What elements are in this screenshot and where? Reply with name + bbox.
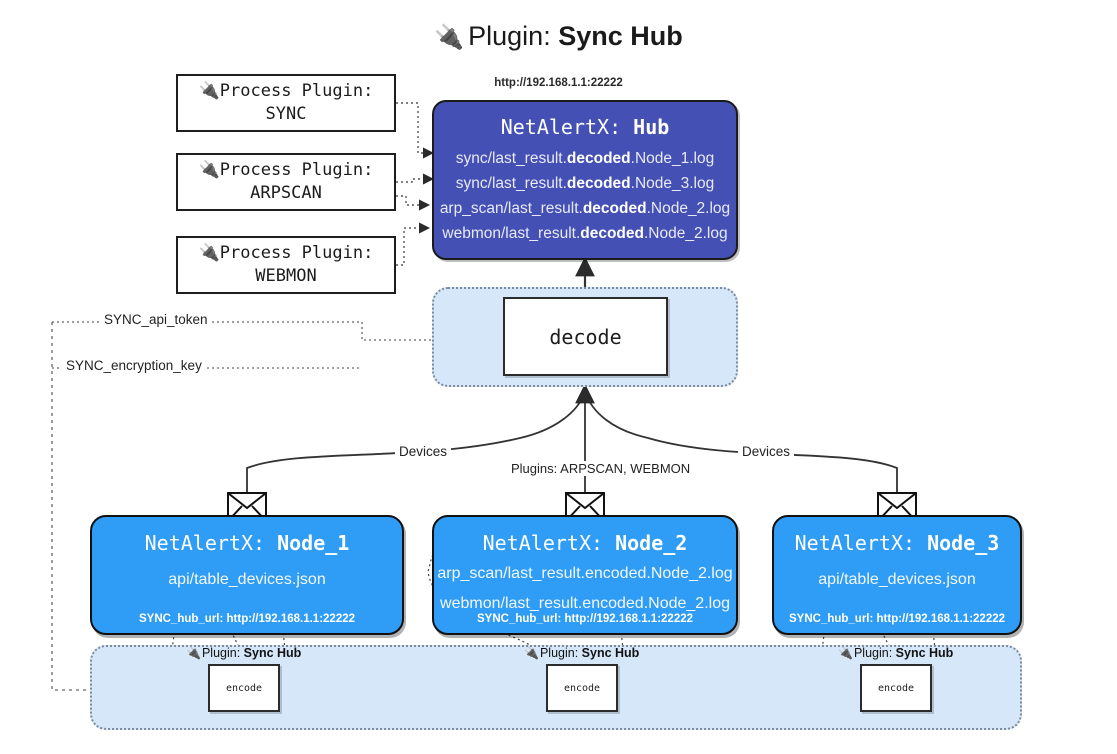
log-bold: decoded	[566, 175, 631, 192]
encode-label: encode	[225, 682, 263, 694]
encoder-plugin-label-3: 🔌Plugin: Sync Hub	[838, 646, 953, 660]
encode-box-1: encode	[208, 664, 280, 712]
hub-log-line: webmon/last_result.decoded.Node_2.log	[434, 221, 736, 246]
process-plugin-line1: 🔌Process Plugin:	[198, 160, 374, 180]
secret-label-api-token: SYNC_api_token	[100, 312, 212, 327]
hub-log-line: sync/last_result.decoded.Node_1.log	[434, 146, 736, 171]
plug-icon: 🔌	[838, 646, 853, 660]
plugin-label-prefix: Plugin:	[853, 646, 896, 660]
node-title-prefix: NetAlertX:	[794, 531, 928, 555]
encoder-plugin-label-2: 🔌Plugin: Sync Hub	[524, 646, 639, 660]
hub-title: NetAlertX: Hub	[434, 115, 736, 139]
process-plugin-box-webmon: 🔌Process Plugin: WEBMON	[176, 236, 396, 294]
process-plugin-line1: 🔌Process Plugin:	[198, 81, 374, 101]
node-title-prefix: NetAlertX:	[482, 531, 616, 555]
netalertx-node-1: NetAlertX: Node_1 api/table_devices.json…	[90, 515, 404, 635]
encode-label: encode	[563, 682, 601, 694]
node-title: NetAlertX: Node_2	[434, 531, 736, 555]
edge-label-devices-right: Devices	[738, 444, 795, 459]
node-hub-url: SYNC_hub_url: http://192.168.1.1:22222	[788, 613, 1006, 625]
netalertx-node-3: NetAlertX: Node_3 api/table_devices.json…	[772, 515, 1022, 635]
node-title: NetAlertX: Node_3	[774, 531, 1020, 555]
encode-box-3: encode	[860, 664, 932, 712]
hub-log-line: sync/last_result.decoded.Node_3.log	[434, 171, 736, 196]
hub-node: NetAlertX: Hub sync/last_result.decoded.…	[432, 100, 738, 260]
plug-icon: 🔌	[434, 24, 465, 51]
plugin-label-name: Sync Hub	[895, 646, 954, 660]
node-line: api/table_devices.json	[168, 571, 326, 588]
node-title-name: Node_2	[615, 531, 688, 555]
log-post: .Node_2.log	[646, 200, 731, 217]
page-title: 🔌Plugin: Sync Hub	[0, 16, 1117, 58]
page-title-prefix: Plugin:	[468, 21, 559, 51]
node-line: arp_scan/last_result.encoded.Node_2.log	[437, 565, 733, 582]
log-bold: decoded	[582, 200, 647, 217]
decode-label: decode	[549, 324, 622, 349]
encode-label: encode	[877, 682, 915, 694]
process-plugin-line1: 🔌Process Plugin:	[198, 243, 374, 263]
node-title-name: Node_1	[277, 531, 350, 555]
process-plugin-line2: WEBMON	[255, 266, 317, 286]
process-plugin-line2: SYNC	[265, 104, 307, 124]
plugin-label-name: Sync Hub	[243, 646, 302, 660]
plugin-label-prefix: Plugin:	[201, 646, 244, 660]
node-title-prefix: NetAlertX:	[144, 531, 278, 555]
log-post: .Node_2.log	[643, 225, 728, 242]
node-line: api/table_devices.json	[818, 571, 976, 588]
encoder-plugin-label-1: 🔌Plugin: Sync Hub	[186, 646, 301, 660]
log-bold: decoded	[566, 150, 631, 167]
log-pre: sync/last_result.	[455, 150, 567, 167]
hub-title-name: Hub	[633, 115, 670, 139]
hub-url-label: http://192.168.1.1:22222	[494, 77, 623, 89]
envelope-icon	[877, 492, 917, 522]
log-pre: arp_scan/last_result.	[439, 200, 583, 217]
process-plugin-line2: ARPSCAN	[250, 183, 322, 203]
log-bold: decoded	[580, 225, 644, 242]
edge-label-plugins-center: Plugins: ARPSCAN, WEBMON	[507, 461, 695, 476]
hub-log-list: sync/last_result.decoded.Node_1.log sync…	[434, 146, 736, 246]
node-line: webmon/last_result.encoded.Node_2.log	[440, 595, 730, 612]
log-pre: webmon/last_result.	[442, 225, 581, 242]
hub-log-line: arp_scan/last_result.decoded.Node_2.log	[434, 196, 736, 221]
plugin-label-prefix: Plugin:	[539, 646, 582, 660]
node-hub-url: SYNC_hub_url: http://192.168.1.1:22222	[476, 613, 694, 625]
node-title-name: Node_3	[927, 531, 1000, 555]
log-pre: sync/last_result.	[455, 175, 567, 192]
hub-title-prefix: NetAlertX:	[500, 115, 634, 139]
process-plugin-box-arpscan: 🔌Process Plugin: ARPSCAN	[176, 153, 396, 211]
log-post: .Node_1.log	[630, 150, 715, 167]
plug-icon: 🔌	[524, 646, 539, 660]
edge-label-devices-left: Devices	[395, 444, 452, 459]
encode-box-2: encode	[546, 664, 618, 712]
log-post: .Node_3.log	[630, 175, 715, 192]
plugin-label-name: Sync Hub	[581, 646, 640, 660]
netalertx-node-2: NetAlertX: Node_2 arp_scan/last_result.e…	[432, 515, 738, 635]
page-title-name: Sync Hub	[558, 21, 683, 51]
decode-box: decode	[503, 297, 668, 376]
process-plugin-box-sync: 🔌Process Plugin: SYNC	[176, 74, 396, 132]
node-title: NetAlertX: Node_1	[92, 531, 402, 555]
node-hub-url: SYNC_hub_url: http://192.168.1.1:22222	[138, 613, 356, 625]
secret-label-encryption-key: SYNC_encryption_key	[62, 358, 206, 373]
plug-icon: 🔌	[186, 646, 201, 660]
